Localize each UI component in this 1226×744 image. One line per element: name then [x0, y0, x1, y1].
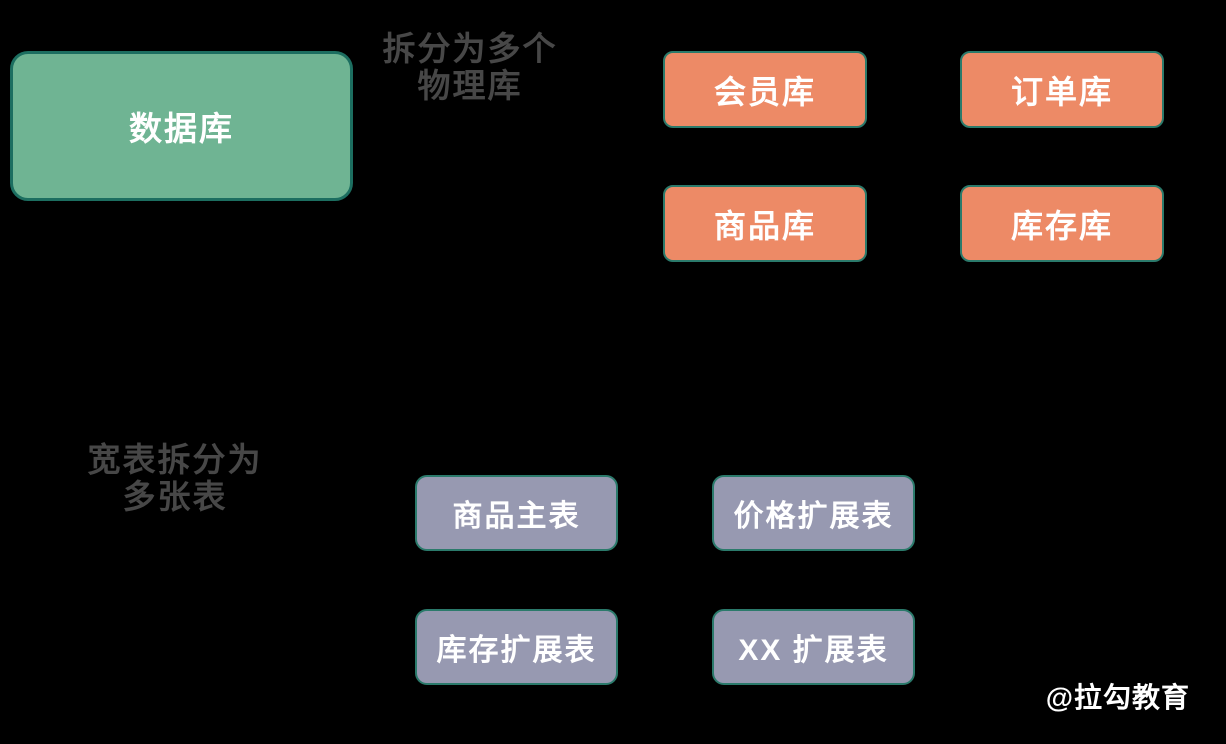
database-source-box: 数据库	[10, 51, 353, 201]
physical-db-box-order: 订单库	[960, 51, 1164, 128]
physical-db-box-member: 会员库	[663, 51, 867, 128]
physical-db-box-product: 商品库	[663, 185, 867, 262]
watermark-lagou-edu: @拉勾教育	[1045, 682, 1190, 713]
annotation-table-split-line1: 宽表拆分为	[87, 441, 263, 478]
annotation-physical-split-line1: 拆分为多个	[382, 30, 558, 67]
annotation-physical-split: 拆分为多个 物理库	[345, 30, 595, 104]
physical-db-box-inventory: 库存库	[960, 185, 1164, 262]
annotation-physical-split-line2: 物理库	[417, 67, 523, 104]
table-box-price-ext: 价格扩展表	[712, 475, 915, 551]
annotation-table-split-line2: 多张表	[122, 478, 228, 515]
table-box-product-main: 商品主表	[415, 475, 618, 551]
table-box-xx-ext: XX 扩展表	[712, 609, 915, 685]
annotation-table-split: 宽表拆分为 多张表	[55, 441, 295, 515]
table-box-inventory-ext: 库存扩展表	[415, 609, 618, 685]
